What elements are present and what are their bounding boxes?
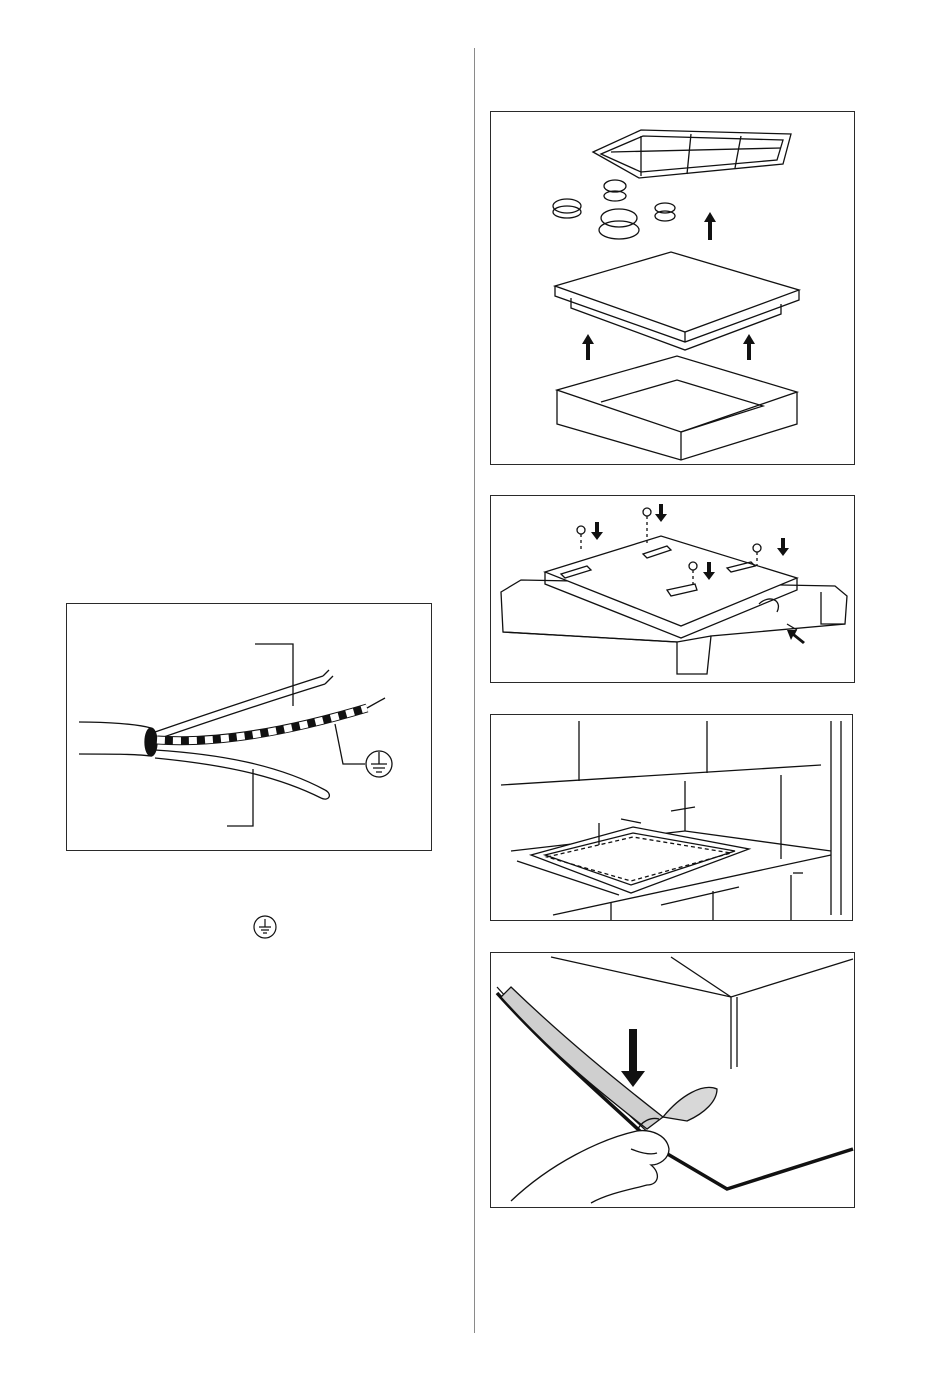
hob-exploded-figure — [490, 111, 855, 465]
earth-symbol-icon — [252, 914, 278, 940]
worktop-cutout-figure — [490, 714, 853, 921]
hob-bracket-figure — [490, 495, 855, 683]
cable-figure — [66, 603, 432, 851]
column-divider — [474, 48, 475, 1333]
seal-strip-figure — [490, 952, 855, 1208]
cable-illustration — [67, 604, 431, 850]
